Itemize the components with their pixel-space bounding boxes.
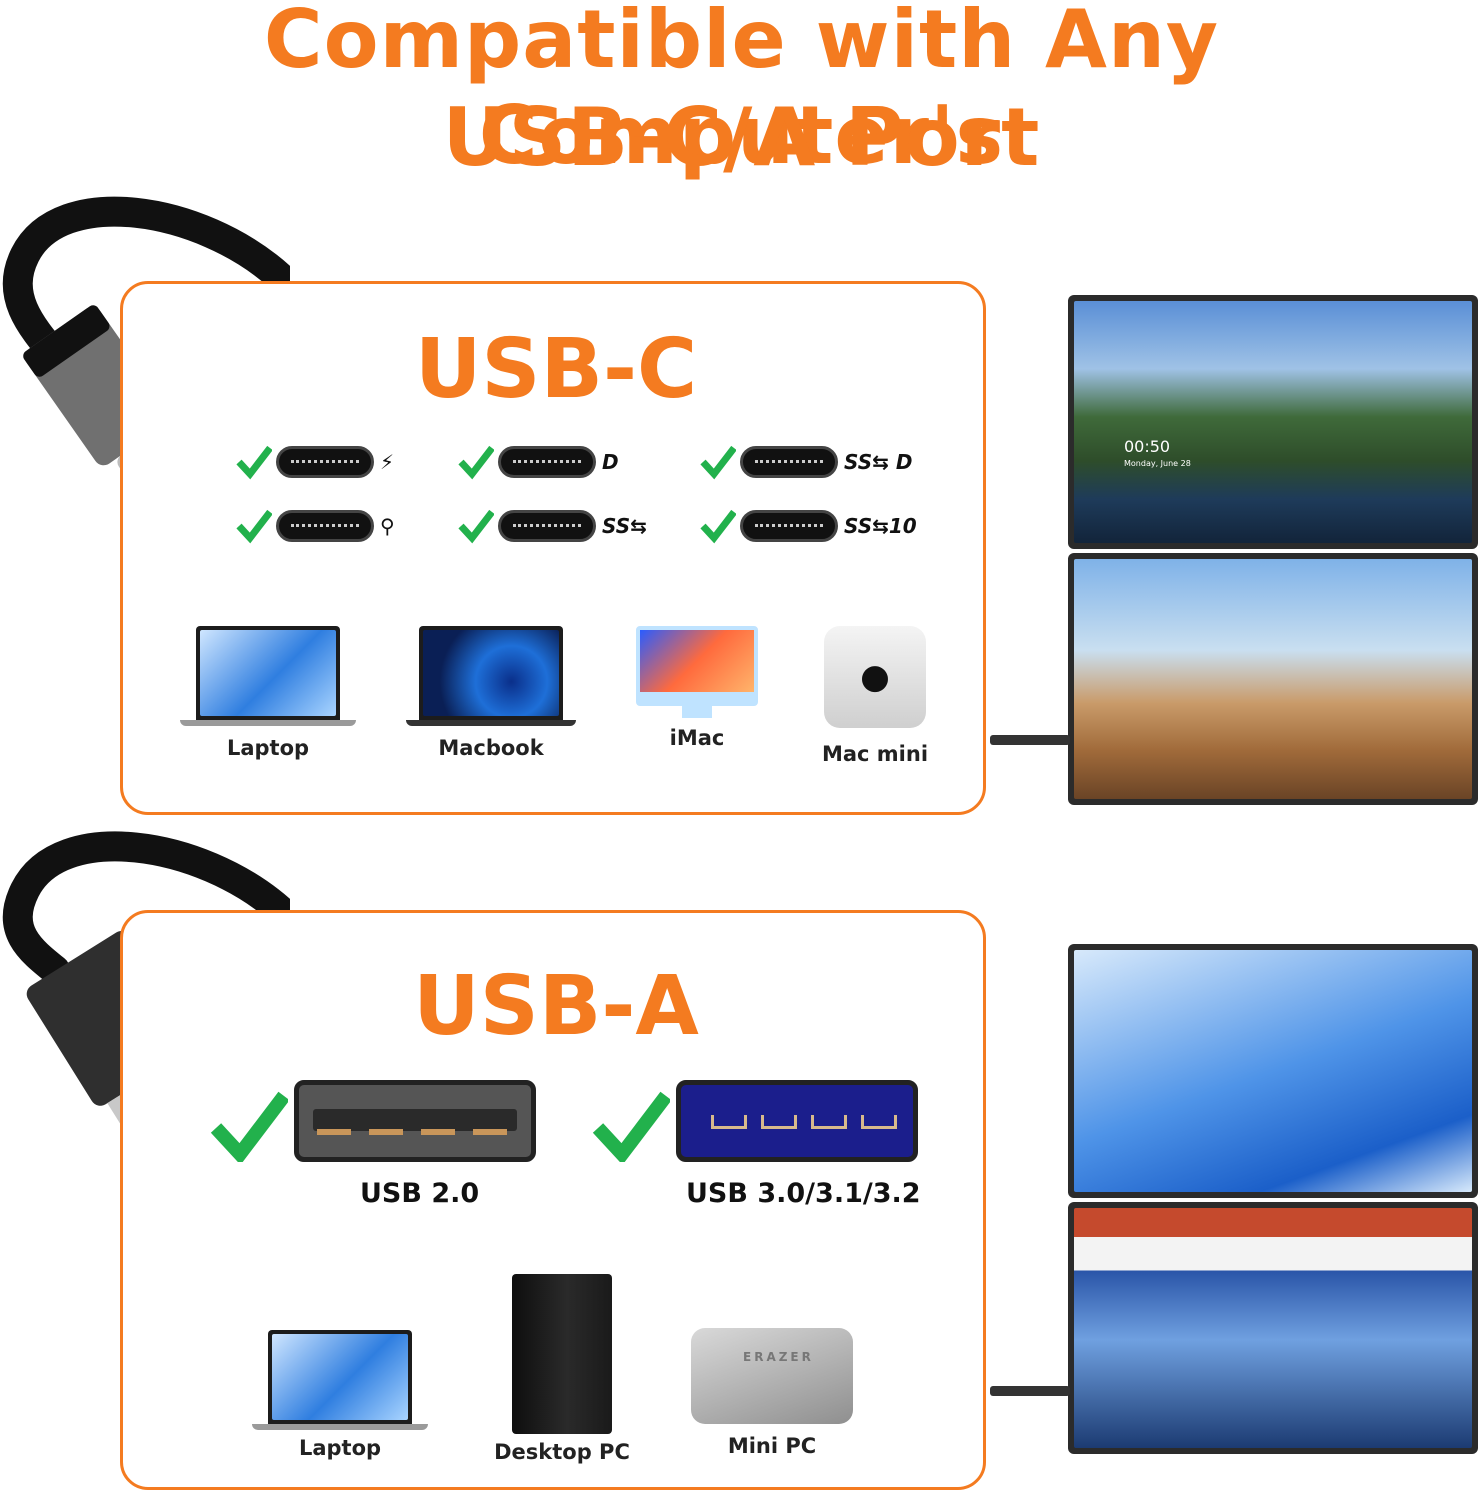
device-label: Mac mini — [821, 742, 929, 766]
date-text: Monday, June 28 — [1124, 459, 1191, 468]
headline-line-2: USB-C/A Port — [442, 91, 1041, 184]
check-icon — [236, 509, 272, 544]
monitor-cable — [990, 735, 1070, 745]
ss-usb-displayport-icon: SS⇆ D — [844, 450, 913, 474]
usb-c-port-icon — [276, 446, 374, 478]
device-label: iMac — [669, 726, 725, 750]
usb-c-port-displayport: D — [458, 444, 619, 480]
device-label: Laptop — [298, 1436, 382, 1460]
laptop-icon — [196, 626, 340, 720]
usb-c-port-icon — [276, 510, 374, 542]
device-laptop-a: Laptop — [252, 1330, 428, 1460]
mini-pc-brand: ERAZER — [743, 1350, 814, 1364]
usb-c-port-ss-displayport: SS⇆ D — [700, 444, 912, 480]
check-icon — [236, 445, 272, 480]
ss-usb-icon: SS⇆ — [602, 514, 647, 538]
device-label: Macbook — [438, 736, 544, 760]
usb-a-title: USB-A — [413, 959, 699, 1054]
usb-c-port-ss10: SS⇆10 — [700, 508, 917, 544]
usb-c-port-thunderbolt: ⚡ — [236, 444, 394, 480]
usb-c-port-icon — [740, 510, 838, 542]
device-label: Laptop — [226, 736, 310, 760]
laptop-icon — [268, 1330, 412, 1424]
check-icon — [458, 445, 494, 480]
usb-2-label: USB 2.0 — [360, 1178, 480, 1209]
monitor-bottom-upper — [1068, 944, 1478, 1198]
usb-c-port-icon — [740, 446, 838, 478]
usb-c-port-ss: SS⇆ — [458, 508, 647, 544]
ss-usb-10-icon: SS⇆10 — [844, 514, 917, 538]
device-laptop: Laptop — [180, 626, 356, 760]
check-icon — [592, 1091, 670, 1162]
usb-3-label: USB 3.0/3.1/3.2 — [686, 1178, 921, 1209]
monitor-cable — [990, 1386, 1070, 1396]
usb-icon: ⚲ — [380, 514, 395, 538]
mac-mini-icon: ● — [824, 626, 926, 728]
device-macbook: Macbook — [406, 626, 576, 760]
usb-c-port-icon — [498, 446, 596, 478]
device-imac: iMac — [636, 626, 758, 750]
check-icon — [458, 509, 494, 544]
check-icon — [210, 1091, 288, 1162]
device-label: Desktop PC — [494, 1440, 630, 1464]
macbook-icon — [419, 626, 563, 720]
imac-icon — [636, 626, 758, 706]
mini-pc-icon: ERAZER — [691, 1328, 853, 1424]
check-icon — [700, 445, 736, 480]
headline-line-1: Compatible with Any Computer's — [263, 0, 1220, 182]
device-mac-mini: ● Mac mini — [814, 626, 936, 766]
usb-c-port-usb: ⚲ — [236, 508, 395, 544]
clock-text: 00:50 — [1124, 437, 1171, 456]
thunderbolt-icon: ⚡ — [380, 450, 395, 474]
device-label: Mini PC — [727, 1434, 817, 1458]
monitor-top-lower — [1068, 553, 1478, 805]
usb-3-port-icon — [676, 1080, 918, 1162]
usb-c-title: USB-C — [414, 322, 698, 417]
device-desktop-pc: Desktop PC — [492, 1274, 632, 1464]
usb-2-port-icon — [294, 1080, 536, 1162]
check-icon — [700, 509, 736, 544]
device-mini-pc: ERAZER Mini PC — [690, 1328, 854, 1458]
displayport-icon: D — [602, 450, 619, 474]
monitor-top-upper: 00:50 Monday, June 28 — [1068, 295, 1478, 549]
usb-c-port-icon — [498, 510, 596, 542]
monitor-bottom-lower — [1068, 1202, 1478, 1454]
desktop-tower-icon — [512, 1274, 612, 1434]
